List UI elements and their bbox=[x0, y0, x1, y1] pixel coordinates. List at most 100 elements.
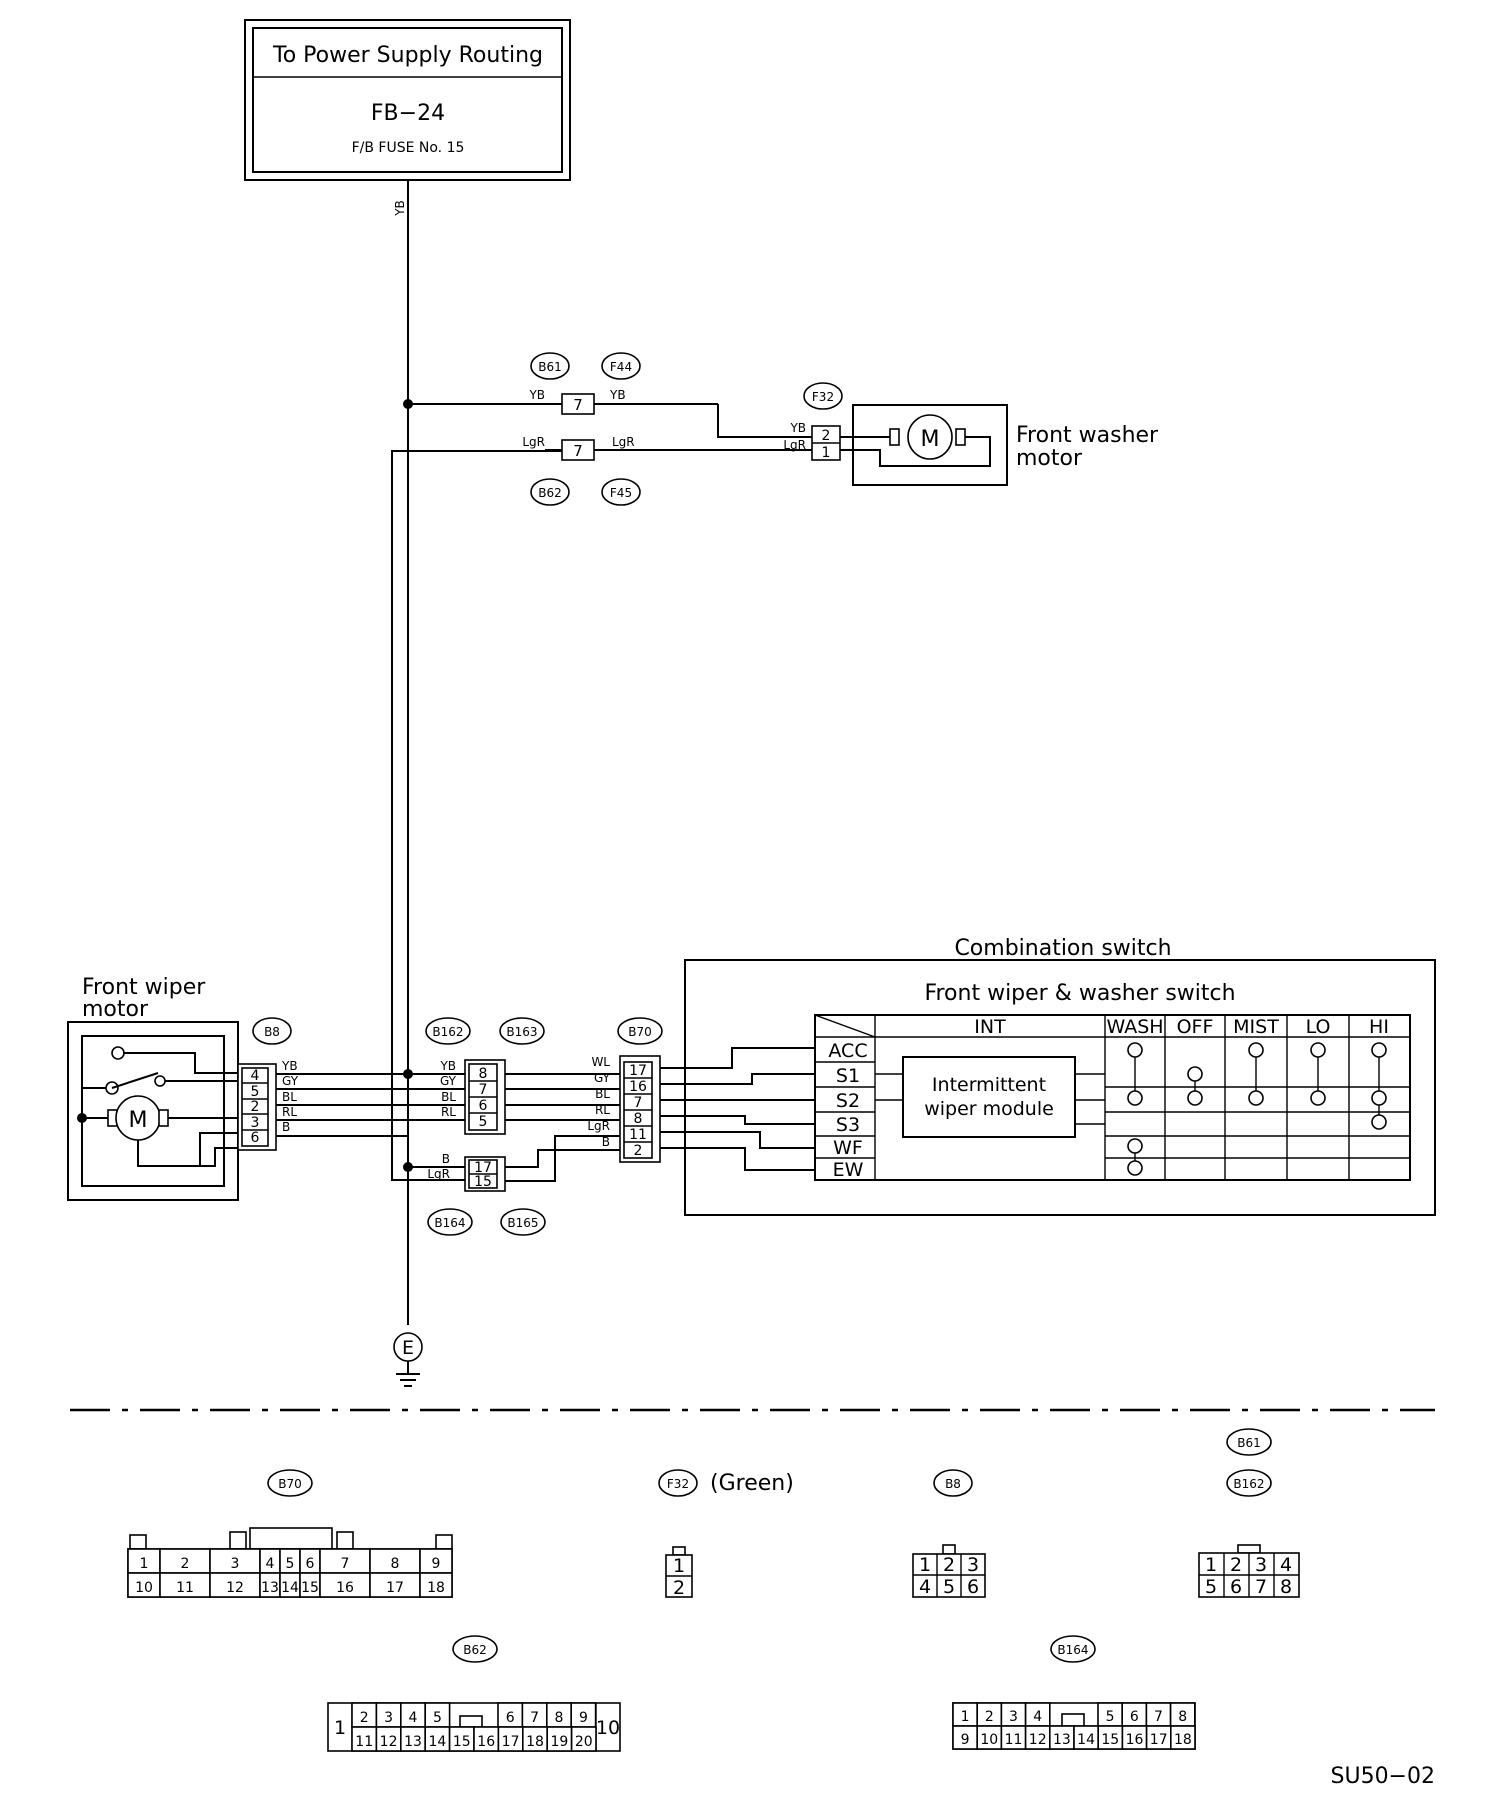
view-b164-pin-5: 5 bbox=[1106, 1709, 1115, 1725]
view-b8: 1 2 3 4 5 6 bbox=[912, 1544, 986, 1598]
view-b61-pin-2: 2 bbox=[1230, 1554, 1242, 1576]
view-b70-pin-14: 14 bbox=[281, 1580, 299, 1596]
wire-yb-f44: YB bbox=[609, 388, 626, 402]
b162-pin-6: 6 bbox=[479, 1098, 488, 1114]
view-b8-tag: B8 bbox=[945, 1477, 961, 1491]
view-b70-pin-9: 9 bbox=[432, 1556, 441, 1572]
view-b62-pin-14-cell bbox=[424, 1726, 451, 1752]
view-b70-pin-6: 6 bbox=[306, 1556, 315, 1572]
b164-pin-15: 15 bbox=[474, 1174, 492, 1190]
view-b62-pin-3: 3 bbox=[384, 1710, 393, 1726]
view-b62-pin-16: 16 bbox=[477, 1734, 495, 1750]
b70-pin-2: 2 bbox=[634, 1143, 643, 1159]
view-b70-tag: B70 bbox=[278, 1477, 302, 1491]
view-b62-pin-10: 10 bbox=[596, 1717, 620, 1739]
figure-code: SU50−02 bbox=[1331, 1764, 1436, 1789]
lgr-trunk-wire bbox=[391, 450, 570, 1181]
view-f32-tag: F32 bbox=[667, 1477, 689, 1491]
view-b62-pin-6-cell bbox=[497, 1702, 524, 1728]
b8-wire-bl: BL bbox=[282, 1090, 297, 1104]
term-s1: S1 bbox=[836, 1065, 860, 1087]
view-b70-pin-2: 2 bbox=[181, 1556, 190, 1572]
b70-wire-wl: WL bbox=[591, 1055, 610, 1069]
view-b62-pin-4: 4 bbox=[409, 1710, 418, 1726]
view-b61-pin-5: 5 bbox=[1205, 1576, 1217, 1598]
view-b164-pin-18: 18 bbox=[1174, 1732, 1192, 1748]
view-b70-pin-7: 7 bbox=[341, 1556, 350, 1572]
b163-connector-tag: B163 bbox=[506, 1025, 537, 1039]
view-b62-pin-8: 8 bbox=[555, 1710, 564, 1726]
view-b61-pin-7: 7 bbox=[1255, 1576, 1267, 1598]
b70-wire-lgr: LgR bbox=[587, 1119, 610, 1133]
b70-pin-16: 16 bbox=[629, 1079, 647, 1095]
washer-motor-label-1: Front washer bbox=[1016, 423, 1159, 448]
view-b70-pin-18-cell bbox=[419, 1572, 453, 1598]
view-b164-pin-1: 1 bbox=[961, 1709, 970, 1725]
b70-pin-17: 17 bbox=[629, 1063, 647, 1079]
f32-wire-lgr: LgR bbox=[783, 438, 806, 452]
view-b62-pin-20-cell bbox=[570, 1726, 597, 1752]
view-b61-tag: B61 bbox=[1237, 1436, 1261, 1450]
view-f32-pin-1: 1 bbox=[673, 1555, 685, 1577]
col-off: OFF bbox=[1177, 1016, 1214, 1038]
view-b164-pin-12: 12 bbox=[1029, 1732, 1047, 1748]
b8-pin-6: 6 bbox=[251, 1130, 260, 1146]
view-b8-pin-6: 6 bbox=[967, 1576, 979, 1598]
b162-wire-rl: RL bbox=[441, 1105, 456, 1119]
view-b70-pin-12-cell bbox=[209, 1572, 261, 1598]
b70-wire-gy: GY bbox=[594, 1071, 611, 1085]
f32-wire-yb: YB bbox=[789, 421, 806, 435]
view-b62-tag: B62 bbox=[463, 1643, 487, 1657]
view-b8-pin-5: 5 bbox=[943, 1576, 955, 1598]
view-b70-pin-1: 1 bbox=[140, 1556, 149, 1572]
f32-pin-2: 2 bbox=[822, 428, 831, 444]
b8-to-b162-wires bbox=[276, 1069, 465, 1137]
b70-to-switch-wires bbox=[660, 1047, 815, 1171]
view-b164-pin-15: 15 bbox=[1101, 1732, 1119, 1748]
b8-wire-yb: YB bbox=[281, 1059, 298, 1073]
f32-pin-1: 1 bbox=[822, 445, 831, 461]
b8-wire-rl: RL bbox=[282, 1105, 297, 1119]
view-b70-pin-3: 3 bbox=[231, 1556, 240, 1572]
module-label-2: wiper module bbox=[924, 1098, 1054, 1120]
wiper-motor: Front wiper motor M bbox=[67, 975, 239, 1201]
b70-wire-b: B bbox=[602, 1135, 610, 1149]
view-b8-pin-1: 1 bbox=[919, 1554, 931, 1576]
view-b62-pin-13: 13 bbox=[404, 1734, 422, 1750]
f32-connector-tag: F32 bbox=[812, 390, 834, 404]
b162-pins: 8 7 6 5 YB GY BL RL bbox=[439, 1059, 506, 1135]
view-b62-pin-19: 19 bbox=[550, 1734, 568, 1750]
view-b61-pin-1: 1 bbox=[1205, 1554, 1217, 1576]
b164-pins: 17 15 B LgR bbox=[427, 1152, 506, 1192]
view-b62-pin-6: 6 bbox=[506, 1710, 515, 1726]
term-s3: S3 bbox=[836, 1114, 860, 1136]
b70-pin-7: 7 bbox=[634, 1095, 643, 1111]
wiper-motor-label-2: motor bbox=[82, 997, 149, 1022]
b8-wire-b: B bbox=[282, 1120, 290, 1134]
pin7-top-label: 7 bbox=[573, 396, 583, 414]
view-b164-pin-13: 13 bbox=[1053, 1732, 1071, 1748]
b165-connector-tag: B165 bbox=[507, 1216, 538, 1230]
svg-text:M: M bbox=[921, 427, 940, 452]
view-b164-pin-17: 17 bbox=[1150, 1732, 1168, 1748]
view-b70-pin-10-cell bbox=[127, 1572, 161, 1598]
trunk-wire-color: YB bbox=[393, 200, 407, 217]
col-int: INT bbox=[974, 1016, 1006, 1038]
wiper-motor-label-1: Front wiper bbox=[82, 975, 206, 1000]
switch-contacts bbox=[1127, 1042, 1387, 1176]
b70-pins: 17 16 7 8 11 2 WL GY BL RL LgR B bbox=[587, 1055, 661, 1163]
view-b62-pin-17: 17 bbox=[502, 1734, 520, 1750]
b162-pin-5: 5 bbox=[479, 1114, 488, 1130]
view-b62-pin-15: 15 bbox=[453, 1734, 471, 1750]
view-b70-pin-4: 4 bbox=[266, 1556, 275, 1572]
view-b70-pin-10: 10 bbox=[135, 1580, 153, 1596]
term-wf: WF bbox=[833, 1137, 863, 1159]
col-hi: HI bbox=[1369, 1016, 1389, 1038]
power-box-fuse: F/B FUSE No. 15 bbox=[352, 140, 465, 156]
view-b162-tag: B162 bbox=[1233, 1477, 1264, 1491]
power-supply-box: To Power Supply Routing FB−24 F/B FUSE N… bbox=[244, 19, 571, 181]
power-box-title: To Power Supply Routing bbox=[272, 43, 543, 68]
view-b61-pin-8: 8 bbox=[1280, 1576, 1292, 1598]
